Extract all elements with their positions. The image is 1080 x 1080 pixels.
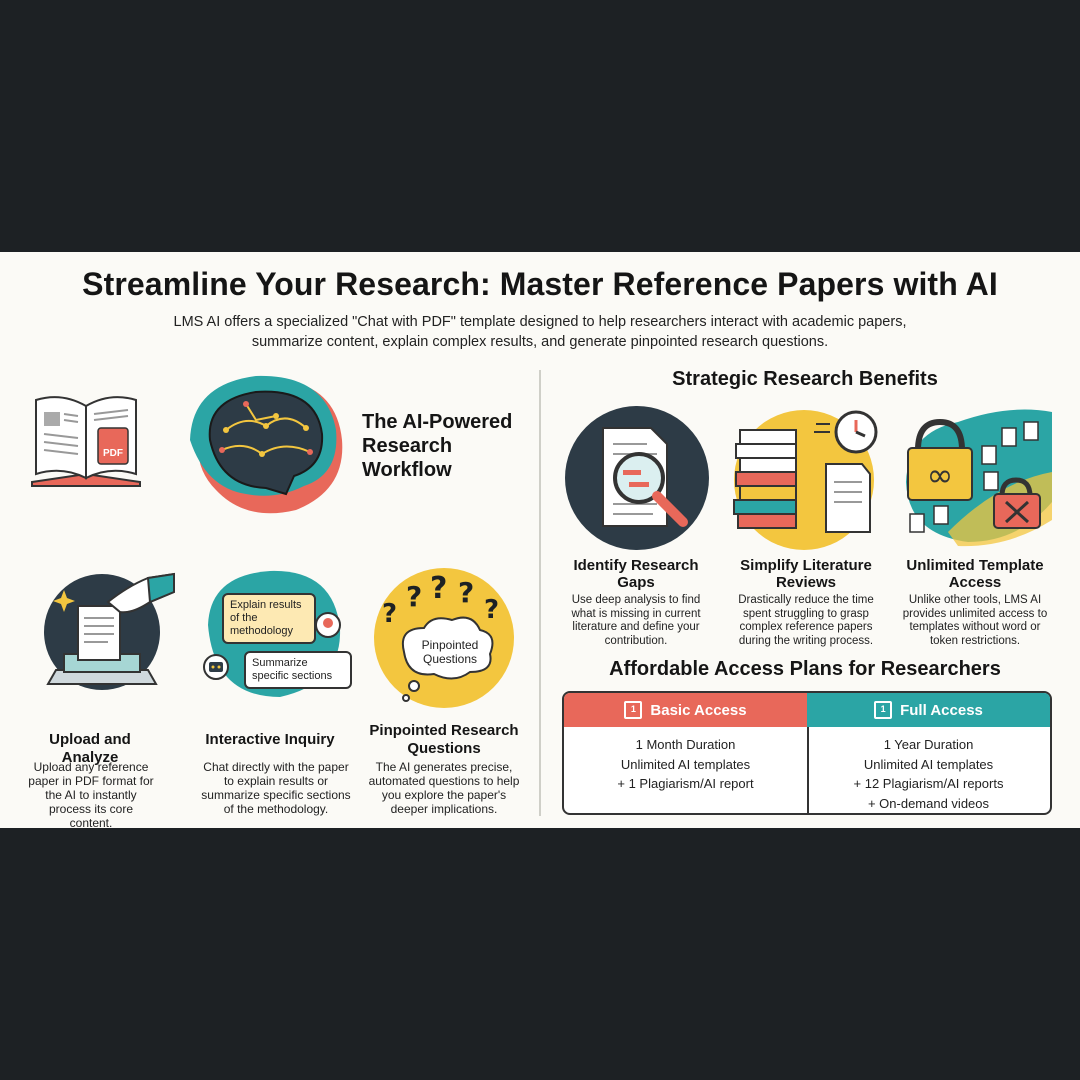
plan-full-header: 1 Full Access: [807, 693, 1050, 727]
plan-feature: Unlimited AI templates: [863, 756, 994, 772]
plan-feature: 1 Month Duration: [635, 737, 736, 752]
calendar-icon: 1: [874, 701, 893, 719]
chat-bubble-explain: Explain results of the methodology: [222, 593, 316, 644]
plan-feature: + On-demand videos: [867, 795, 990, 811]
workflow-title: The AI-Powered Research Workflow: [362, 411, 513, 481]
benefit-desc-gaps: Use deep analysis to find what is missin…: [571, 594, 701, 647]
magnifying-glass-icon: [565, 406, 709, 550]
questions-illustration: ? ? ? ? ? Pinpointed Questions: [368, 562, 520, 712]
benefits-title: Strategic Research Benefits: [672, 368, 938, 390]
step-title-upload: Upload and Analyze: [49, 731, 131, 766]
plan-feature: Unlimited AI templates: [620, 756, 751, 772]
svg-text:?: ?: [406, 580, 422, 613]
plan-basic-features: 1 Month Duration Unlimited AI templates …: [564, 727, 807, 794]
chat-bubble-summarize: Summarize specific sections: [244, 651, 352, 689]
plan-full: 1 Full Access 1 Year Duration Unlimited …: [807, 693, 1050, 813]
ai-brain-icon: [190, 375, 343, 514]
page-subtitle: LMS AI offers a specialized "Chat with P…: [173, 314, 907, 350]
benefit-desc-templates: Unlike other tools, LMS AI provides unli…: [902, 594, 1048, 647]
svg-text:PDF: PDF: [103, 448, 123, 459]
step-desc-questions: The AI generates precise, automated ques…: [368, 760, 520, 816]
unlimited-lock-icon: ∞: [906, 409, 1052, 547]
benefit-title-gaps: Identify Research Gaps: [573, 557, 699, 591]
upload-laptop-icon: [44, 572, 175, 690]
question-marks-icon: ? ? ? ? ?: [374, 568, 514, 708]
svg-text:∞: ∞: [927, 456, 954, 494]
svg-text:?: ?: [382, 599, 397, 629]
page-title: Streamline Your Research: Master Referen…: [82, 266, 998, 302]
open-book-pdf-icon: PDF: [31, 396, 141, 487]
chat-inquiry-illustration: Explain results of the methodology Summa…: [200, 565, 352, 705]
svg-text:?: ?: [458, 576, 474, 609]
infographic-card: Streamline Your Research: Master Referen…: [0, 252, 1080, 828]
plan-basic-header: 1 Basic Access: [564, 693, 807, 727]
benefit-title-templates: Unlimited Template Access: [906, 557, 1044, 591]
svg-text:?: ?: [430, 571, 447, 606]
plan-feature: + 1 Plagiarism/AI report: [617, 776, 754, 791]
column-divider: [539, 370, 541, 816]
plan-full-name: Full Access: [900, 701, 983, 719]
stack-of-papers-clock-icon: [733, 410, 878, 550]
cloud-label: Pinpointed Questions: [421, 638, 479, 666]
step-title-questions: Pinpointed Research Questions: [369, 722, 519, 757]
svg-text:?: ?: [484, 595, 499, 625]
plan-basic-name: Basic Access: [650, 701, 747, 719]
plans-table: 1 Basic Access 1 Month Duration Unlimite…: [562, 691, 1052, 815]
benefit-title-reviews: Simplify Literature Reviews: [740, 557, 872, 591]
plans-title: Affordable Access Plans for Researchers: [609, 658, 1001, 680]
calendar-icon: 1: [624, 701, 643, 719]
plan-full-features: 1 Year Duration Unlimited AI templates +…: [807, 727, 1050, 813]
benefit-desc-reviews: Drastically reduce the time spent strugg…: [738, 594, 874, 647]
plan-feature: + 12 Plagiarism/AI reports: [853, 776, 1004, 791]
plan-feature: 1 Year Duration: [883, 737, 974, 752]
plan-basic: 1 Basic Access 1 Month Duration Unlimite…: [564, 693, 809, 813]
step-desc-inquiry: Chat directly with the paper to explain …: [201, 760, 351, 816]
step-title-inquiry: Interactive Inquiry: [205, 731, 335, 748]
step-desc-upload: Upload any reference paper in PDF format…: [28, 760, 154, 828]
